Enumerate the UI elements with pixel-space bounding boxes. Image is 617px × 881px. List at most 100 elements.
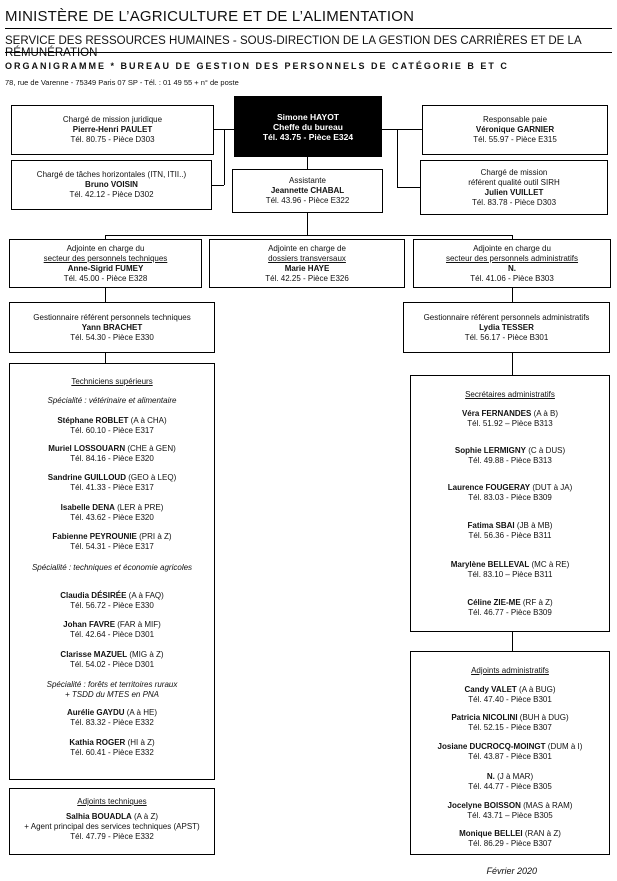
contact: Tél. 55.97 - Pièce E315 [473, 135, 557, 144]
person-name: Laurence FOUGERAY [447, 483, 531, 492]
list-item: Sandrine GUILLOUD (GEO à LEQ)Tél. 41.33 … [10, 473, 214, 493]
person-name: Marylène BELLEVAL [450, 560, 530, 569]
contact: Tél. 44.77 - Pièce B305 [468, 782, 552, 791]
connector [512, 353, 513, 375]
person-name: Jocelyne BOISSON [447, 801, 521, 810]
list-item: Josiane DUCROCQ-MOINGT (DUM à I)Tél. 43.… [411, 742, 609, 762]
connector [105, 235, 513, 236]
contact: Tél. 83.03 - Pièce B309 [468, 493, 552, 502]
contact: Tél. 54.02 - Pièce D301 [69, 660, 155, 669]
list-item: N. (J à MAR)Tél. 44.77 - Pièce B305 [411, 772, 609, 792]
list-item: Isabelle DENA (LER à PRE)Tél. 43.62 - Pi… [10, 503, 214, 523]
person-name: Céline ZIE-ME [467, 598, 521, 607]
address: 78, rue de Varenne - 75349 Paris 07 SP -… [5, 78, 239, 87]
role: référent qualité outil SIRH [468, 177, 560, 187]
range: (RAN à Z) [524, 829, 561, 838]
person-name: Véronique GARNIER [475, 125, 555, 134]
range: (GEO à LEQ) [128, 473, 177, 482]
connector [512, 288, 513, 302]
box-juridique: Chargé de mission juridique Pierre-Henri… [11, 105, 214, 155]
list-item: Jocelyne BOISSON (MAS à RAM)Tél. 43.71 –… [411, 801, 609, 821]
contact: Tél. 45.00 - Pièce E328 [63, 273, 148, 283]
list-item: Johan FAVRE (FAR à MIF)Tél. 42.64 - Pièc… [10, 620, 214, 640]
person-name: N. [486, 772, 495, 781]
range: (A à BUG) [519, 685, 556, 694]
list-item: Clarisse MAZUEL (MIG à Z)Tél. 54.02 - Pi… [10, 650, 214, 670]
connector [382, 129, 422, 130]
list-item: Sophie LERMIGNY (C à DUS)Tél. 49.88 - Pi… [411, 446, 609, 466]
contact: Tél. 43.87 - Pièce B301 [468, 752, 552, 761]
specialite-label: Spécialité : forêts et territoires rurau… [46, 680, 178, 689]
section-title: Techniciens supérieurs [71, 377, 153, 386]
role: secteur des personnels administratifs [445, 253, 579, 263]
range: (JB à MB) [516, 521, 553, 530]
range: (MC à RE) [531, 560, 570, 569]
list-item: Monique BELLEI (RAN à Z)Tél. 86.29 - Piè… [411, 829, 609, 849]
list-item: Marylène BELLEVAL (MC à RE)Tél. 83.10 – … [411, 560, 609, 580]
box-adjointe-technique: Adjointe en charge du secteur des person… [9, 239, 202, 288]
contact: Tél. 84.16 - Pièce E320 [70, 454, 154, 463]
person-name: Muriel LOSSOUARN [48, 444, 126, 453]
role: Adjointe en charge du [473, 243, 551, 253]
specialite-label: + TSDD du MTES en PNA [64, 690, 160, 699]
person-name: Fatima SBAI [467, 521, 515, 530]
contact: Tél. 86.29 - Pièce B307 [468, 839, 552, 848]
role: Adjointe en charge du [66, 243, 145, 253]
contact: Tél. 54.30 - Pièce E330 [70, 332, 154, 342]
person-name: Claudia DÉSIRÉE [60, 591, 127, 600]
person-name: Josiane DUCROCQ-MOINGT [437, 742, 546, 751]
range: (J à MAR) [497, 772, 534, 781]
list-item: Fatima SBAI (JB à MB)Tél. 56.36 - Pièce … [411, 521, 609, 541]
box-adjointe-administratifs: Adjointe en charge du secteur des person… [413, 239, 611, 288]
range: (MIG à Z) [129, 650, 164, 659]
box-sirh: Chargé de mission référent qualité outil… [420, 160, 608, 215]
person-name: Isabelle DENA [60, 503, 115, 512]
header-rule [5, 28, 612, 29]
contact: Tél. 83.32 - Pièce E332 [70, 718, 154, 727]
role: Chargé de mission juridique [62, 115, 163, 124]
contact: Tél. 56.17 - Pièce B301 [464, 332, 549, 342]
range: (LER à PRE) [117, 503, 164, 512]
person-name: Julien VUILLET [484, 187, 544, 197]
connector [224, 129, 225, 185]
role: Chargé de mission [480, 167, 548, 177]
person-name: Véra FERNANDES [461, 409, 532, 418]
range: (MAS à RAM) [523, 801, 573, 810]
person-name: Patricia NICOLINI [451, 713, 518, 722]
person-name: Anne-Sigrid FUMEY [67, 263, 144, 273]
person-name: Sandrine GUILLOUD [47, 473, 126, 482]
role: Cheffe du bureau [273, 121, 343, 132]
list-item: Céline ZIE-ME (RF à Z)Tél. 46.77 - Pièce… [411, 598, 609, 618]
person-name: Johan FAVRE [63, 620, 116, 629]
contact: Tél. 49.88 - Pièce B313 [468, 456, 552, 465]
box-assistante: Assistante Jeannette CHABAL Tél. 43.96 -… [232, 169, 383, 213]
range: (RF à Z) [522, 598, 553, 607]
org-title: ORGANIGRAMME * BUREAU DE GESTION DES PER… [5, 61, 509, 71]
contact: Tél. 80.75 - Pièce D303 [70, 135, 155, 144]
person-name: Fabienne PEYROUNIE [52, 532, 137, 541]
person-name: Yann BRACHET [81, 322, 143, 332]
section-title: Secrétaires administratifs [465, 390, 555, 399]
person-name: Simone HAYOT [276, 111, 340, 122]
connector [307, 157, 308, 169]
person-name: Stéphane ROBLET [57, 416, 129, 425]
range: (PRI à Z) [139, 532, 172, 541]
list-item: Laurence FOUGERAY (DUT à JA)Tél. 83.03 -… [411, 483, 609, 503]
list-item: Patricia NICOLINI (BUH à DUG)Tél. 52.15 … [411, 713, 609, 733]
list-item: Claudia DÉSIRÉE (A à FAQ)Tél. 56.72 - Pi… [10, 591, 214, 611]
footer-date: Février 2020 [486, 866, 537, 876]
range: (A à CHA) [130, 416, 167, 425]
list-item: Candy VALET (A à BUG)Tél. 47.40 - Pièce … [411, 685, 609, 705]
contact: Tél. 43.75 - Pièce E324 [262, 131, 354, 142]
contact: Tél. 41.33 - Pièce E317 [70, 483, 154, 492]
connector [397, 187, 420, 188]
section-title: Adjoints techniques [77, 797, 147, 806]
connector [307, 213, 308, 235]
contact: Tél. 47.79 - Pièce E332 [70, 832, 154, 841]
contact: Tél. 60.10 - Pièce E317 [70, 426, 154, 435]
connector [512, 632, 513, 651]
person-name: Lydia TESSER [479, 322, 534, 332]
section-title: Adjoints administratifs [471, 666, 549, 675]
contact: Tél. 83.78 - Pièce D303 [471, 197, 557, 207]
role: Gestionnaire référent personnels adminis… [423, 312, 590, 322]
